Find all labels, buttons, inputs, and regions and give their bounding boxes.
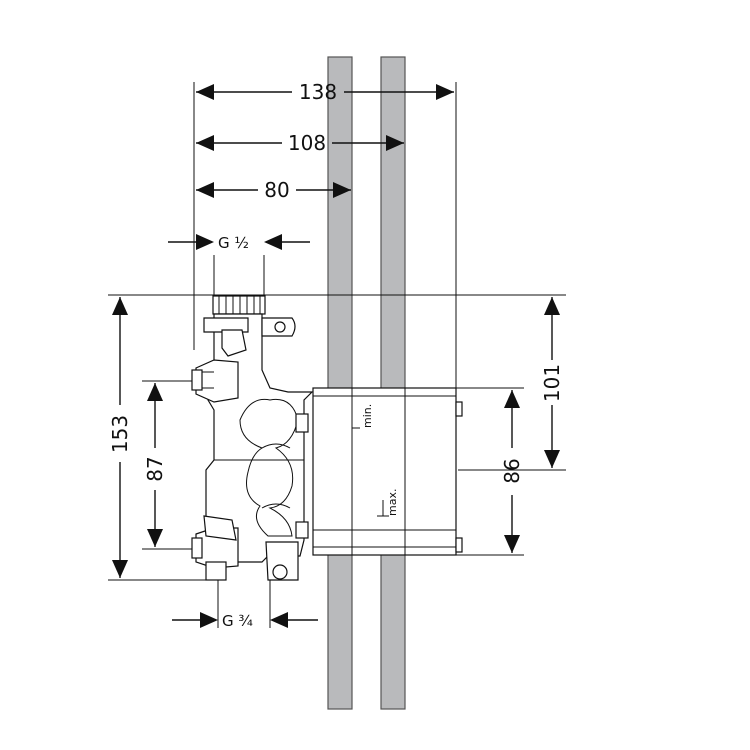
thread-bottom-label: G ¾ xyxy=(222,612,253,630)
dimension-108: 108 xyxy=(196,131,404,155)
max-label: max. xyxy=(386,489,399,516)
dimension-153: 153 xyxy=(108,297,206,581)
thread-bottom-dimension: G ¾ xyxy=(172,580,318,630)
wall-panel-outer xyxy=(380,56,406,710)
dimension-87-label: 87 xyxy=(143,456,167,481)
upper-outlet xyxy=(195,359,239,403)
dimension-80-label: 80 xyxy=(264,178,289,202)
dimension-80: 80 xyxy=(196,178,351,202)
min-label: min. xyxy=(361,404,374,428)
dimension-86-label: 86 xyxy=(500,458,524,483)
valve-body xyxy=(191,295,314,581)
top-thread-connector xyxy=(212,295,266,315)
thread-top-label: G ½ xyxy=(218,234,249,252)
wall-panel-inner xyxy=(327,56,353,710)
dimension-101-label: 101 xyxy=(540,364,564,402)
mounting-box: min. max. xyxy=(312,387,463,556)
dimension-138-label: 138 xyxy=(299,80,337,104)
dimension-153-label: 153 xyxy=(108,415,132,453)
dimension-108-label: 108 xyxy=(288,131,326,155)
dimension-86: 86 xyxy=(406,387,524,556)
dimension-87: 87 xyxy=(142,380,200,550)
thread-top-dimension: G ½ xyxy=(168,234,310,252)
dimension-138: 138 xyxy=(196,80,454,104)
dimension-101: 101 xyxy=(458,297,566,471)
